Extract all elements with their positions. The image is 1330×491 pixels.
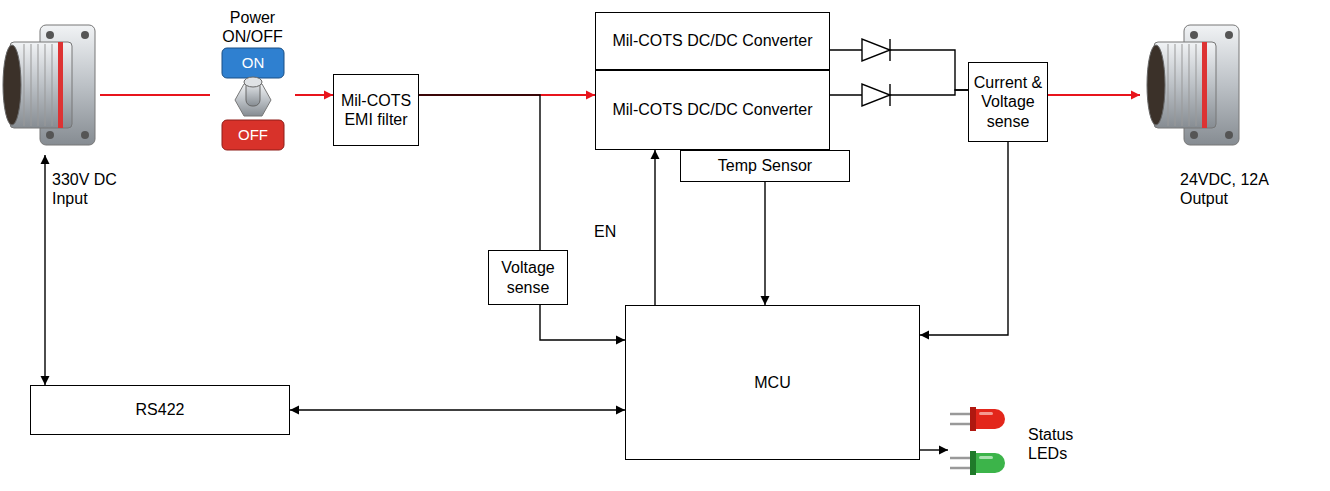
diode-symbol [862, 39, 890, 106]
connector-line [1048, 94, 1140, 96]
connector-line [830, 50, 968, 90]
edge-connector [1048, 91, 1140, 100]
sense-box: Current & Voltage sense [968, 62, 1048, 142]
connector-line [920, 142, 1008, 335]
node-label: RS422 [136, 400, 185, 419]
status-leds: Status LEDs [948, 403, 1080, 485]
mcu-box: MCU [625, 305, 920, 460]
connector-line [419, 95, 540, 250]
node-label: Mil-COTS DC/DC Converter [612, 100, 812, 119]
node-label: MCU [754, 373, 790, 392]
edge-connector [100, 95, 210, 96]
converter-box: Mil-COTS DC/DC Converter [595, 12, 830, 70]
connector-line [654, 150, 655, 305]
edge-connector [41, 155, 50, 385]
toggle-switch-illustration [222, 48, 284, 150]
filter-box: Mil-COTS EMI filter [333, 74, 419, 146]
arrow-head [290, 406, 299, 415]
edge-connector [920, 446, 948, 455]
connector-line [830, 90, 968, 95]
output-connector: 24VDC, 12A Output [1140, 15, 1250, 155]
switch-label: ON [222, 48, 284, 78]
node-label: 330V DC Input [52, 170, 122, 208]
edge-connector [830, 50, 968, 90]
led-illustration [950, 407, 1005, 475]
arrow-head [939, 446, 948, 455]
arrow-head [1131, 91, 1140, 100]
node-label: Mil-COTS DC/DC Converter [612, 31, 812, 50]
edge-connector [295, 91, 333, 100]
switch-label: OFF [222, 120, 284, 150]
arrow-head [616, 336, 625, 345]
connector-illustration [3, 25, 95, 145]
edge-connector [290, 406, 625, 415]
arrow-head [761, 296, 770, 305]
connector-line [44, 155, 45, 385]
edge-connector [761, 182, 770, 305]
arrow-head [41, 376, 50, 385]
sensor-box: Temp Sensor [680, 150, 850, 182]
node-label: Mil-COTS EMI filter [337, 91, 415, 129]
node-label: Current & Voltage sense [972, 73, 1044, 131]
arrow-head [324, 91, 333, 100]
arrow-head [920, 331, 929, 340]
node-label: 24VDC, 12A Output [1180, 170, 1275, 208]
edge-connector [419, 95, 540, 250]
arrow-head [651, 150, 660, 159]
converter-box: Mil-COTS DC/DC Converter [595, 70, 830, 150]
edge-connector [651, 150, 660, 305]
input-connector: 330V DC Input [0, 15, 100, 155]
node-label: Voltage sense [492, 258, 564, 296]
edge-label: EN [592, 222, 618, 241]
edge-connector [830, 90, 968, 95]
arrow-head [41, 155, 50, 164]
arrow-head [616, 406, 625, 415]
edge-connector [540, 305, 625, 345]
interface-box: RS422 [30, 385, 290, 435]
connector-line [100, 94, 210, 96]
connector-illustration [1147, 25, 1239, 145]
sense-box: Voltage sense [488, 250, 568, 305]
arrow-head [586, 91, 595, 100]
connector-line [290, 409, 625, 410]
connector-line [764, 182, 765, 305]
connector-line [540, 305, 625, 340]
node-label: Temp Sensor [718, 156, 812, 175]
edge-connector [920, 142, 1008, 340]
node-label: Power ON/OFF [210, 8, 295, 46]
node-label: Status LEDs [1028, 425, 1083, 463]
